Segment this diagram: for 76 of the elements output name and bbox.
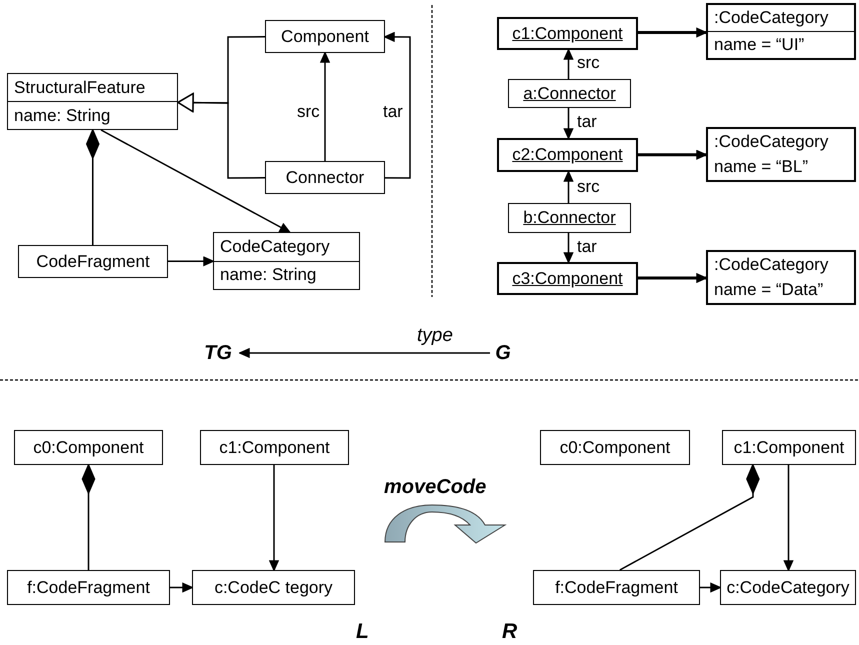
edge-label: tar — [576, 238, 598, 255]
class-name: a:Connector — [522, 82, 617, 105]
class-box — [533, 570, 700, 605]
object-box — [497, 138, 638, 172]
class-box — [540, 430, 690, 465]
class-name: c2:Component — [511, 144, 624, 166]
composition-line — [82, 464, 96, 570]
rule-name: moveCode — [384, 476, 486, 499]
arrow — [564, 233, 574, 263]
class-box — [192, 570, 355, 605]
arrow — [564, 171, 574, 203]
class-box — [706, 127, 856, 182]
class-box — [706, 3, 856, 60]
arrow — [638, 28, 707, 38]
arrow — [638, 273, 707, 283]
class-box — [200, 430, 349, 465]
object-box — [508, 203, 631, 233]
attribute-text: name: String — [13, 104, 112, 127]
class-name: c:CodeC tegory — [213, 576, 334, 599]
generalization-arrow — [177, 92, 265, 179]
arrow — [239, 348, 490, 358]
class-box — [14, 430, 163, 465]
attribute-text: name = “UI” — [713, 34, 806, 56]
class-box — [722, 430, 856, 465]
arrow — [168, 256, 214, 266]
class-name: c0:Component — [558, 436, 672, 459]
class-box — [18, 245, 168, 278]
class-name: c1:Component — [218, 436, 331, 459]
class-box — [213, 232, 360, 290]
composition-line — [619, 464, 760, 571]
arrow — [269, 465, 279, 571]
class-name: f:CodeFragment — [26, 576, 151, 599]
object-box — [508, 79, 631, 108]
object-box — [497, 262, 638, 295]
arrow — [564, 108, 574, 139]
attribute-text: name: String — [219, 264, 318, 286]
class-name: :CodeCategory — [713, 254, 830, 276]
class-name: :CodeCategory — [713, 130, 830, 153]
class-box — [7, 73, 178, 130]
class-name: c1:Component — [511, 22, 624, 45]
arrow — [320, 52, 330, 161]
edge-label: tar — [576, 113, 598, 130]
class-name: CodeFragment — [35, 250, 151, 273]
graph-label: L — [356, 620, 369, 644]
class-name: c:CodeCategory — [726, 576, 850, 599]
graph-label: G — [490, 340, 516, 366]
attribute-text: name = “Data” — [713, 279, 824, 302]
class-box — [720, 570, 856, 605]
class-name: c3:Component — [511, 268, 624, 290]
composition-line — [86, 129, 100, 245]
class-name: :CodeCategory — [708, 5, 854, 32]
arrow — [638, 150, 707, 160]
arrow — [700, 582, 721, 592]
class-name: c1:Component — [732, 436, 846, 459]
edge-label: tar — [382, 103, 404, 120]
arrow — [564, 49, 574, 79]
graph-label: TG — [196, 340, 240, 366]
class-box — [265, 161, 385, 194]
class-box — [706, 250, 856, 305]
class-name: CodeCategory — [214, 233, 359, 262]
class-name: Component — [280, 26, 370, 48]
class-name: f:CodeFragment — [554, 576, 679, 599]
class-name: StructuralFeature — [8, 74, 177, 102]
class-name: b:Connector — [522, 207, 617, 230]
arrow — [100, 129, 290, 233]
attribute-text: name = “BL” — [713, 156, 810, 178]
arrow — [784, 465, 794, 571]
class-name: Connector — [284, 166, 366, 189]
edge-label: type — [416, 326, 454, 345]
object-box — [497, 17, 638, 50]
graph-label: R — [502, 620, 518, 644]
class-box — [265, 20, 385, 53]
arrow — [384, 32, 411, 179]
arrow — [170, 582, 193, 592]
class-name: c0:Component — [32, 436, 145, 459]
class-box — [7, 570, 170, 605]
